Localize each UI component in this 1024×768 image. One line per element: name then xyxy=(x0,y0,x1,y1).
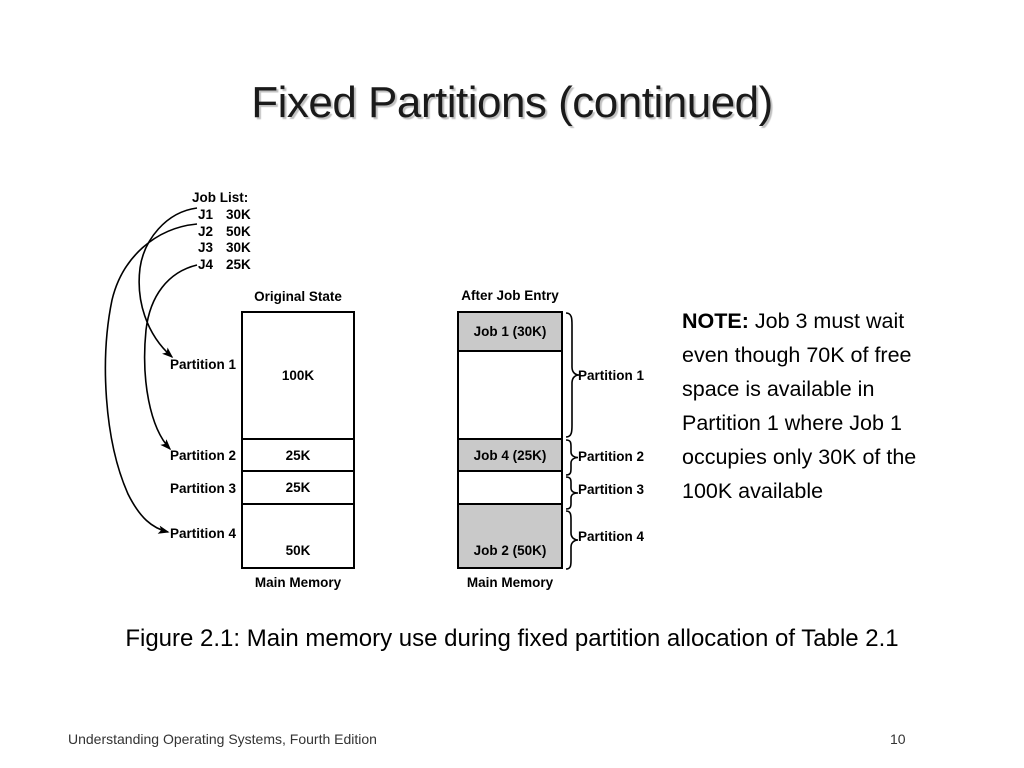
slide-footer-text: Understanding Operating Systems, Fourth … xyxy=(68,731,377,747)
job-list-item: J3 30K xyxy=(192,240,251,257)
original-state-header: Original State xyxy=(254,289,342,304)
slide-page-number: 10 xyxy=(890,731,906,747)
segment-label: 25K xyxy=(285,447,311,463)
segment-label: Job 4 (25K) xyxy=(473,447,547,463)
brace-partition1 xyxy=(565,312,580,438)
partition-label-left-3: Partition 3 xyxy=(169,481,236,496)
after-job-entry-footer: Main Memory xyxy=(466,575,554,590)
after-segment-job1: Job 1 (30K) xyxy=(459,313,561,352)
segment-label: Job 2 (50K) xyxy=(473,543,547,558)
after-segment-partition3-free xyxy=(459,472,561,505)
partition-label-right-1: Partition 1 xyxy=(578,368,645,383)
brace-partition4 xyxy=(565,510,579,570)
job-list-item: J4 25K xyxy=(192,257,251,274)
note-body: Job 3 must wait even though 70K of free … xyxy=(682,309,917,503)
page-title: Fixed Partitions (continued) xyxy=(251,78,773,127)
after-job-entry-header: After Job Entry xyxy=(461,288,559,303)
arrow-j1-to-partition1 xyxy=(138,207,198,359)
segment-label: Job 1 (30K) xyxy=(473,324,547,339)
arrow-j4-to-partition2 xyxy=(143,264,198,451)
note-block: NOTE: Job 3 must wait even though 70K of… xyxy=(682,304,940,508)
job-id: J2 xyxy=(198,223,214,239)
segment-label: 25K xyxy=(285,480,311,495)
partition-braces xyxy=(565,312,580,570)
original-segment-partition1: 100K xyxy=(243,313,353,440)
partition-label-left-1: Partition 1 xyxy=(169,357,236,372)
brace-partition3 xyxy=(565,476,579,510)
arrow-j2-to-partition4 xyxy=(104,223,198,534)
after-segment-job4: Job 4 (25K) xyxy=(459,440,561,472)
job-list-heading: Job List: xyxy=(192,190,249,205)
original-state-footer: Main Memory xyxy=(254,575,342,590)
job-list-item: J2 50K xyxy=(192,224,251,241)
original-segment-partition3: 25K xyxy=(243,472,353,505)
after-segment-partition1-free xyxy=(459,352,561,440)
after-segment-job2: Job 2 (50K) xyxy=(459,505,561,567)
job-list: Job List: J1 30K J2 50K J3 30K J4 25K xyxy=(192,190,251,274)
partition-label-left-4: Partition 4 xyxy=(169,526,236,541)
original-state-memory-box: 100K 25K 25K 50K xyxy=(241,311,355,569)
job-id: J3 xyxy=(198,240,214,256)
original-segment-partition2: 25K xyxy=(243,440,353,472)
job-size: 30K xyxy=(226,240,251,256)
partition-label-left-2: Partition 2 xyxy=(169,448,236,463)
figure-caption: Figure 2.1: Main memory use during fixed… xyxy=(125,625,899,652)
job-size: 30K xyxy=(226,206,251,222)
segment-label: 50K xyxy=(285,543,311,558)
partition-label-right-2: Partition 2 xyxy=(578,449,645,464)
job-size: 25K xyxy=(226,257,251,273)
partition-label-right-3: Partition 3 xyxy=(578,482,645,497)
job-list-item: J1 30K xyxy=(192,207,251,224)
job-size: 50K xyxy=(226,223,251,239)
brace-partition2 xyxy=(565,439,579,476)
partition-label-right-4: Partition 4 xyxy=(578,529,645,544)
after-job-entry-memory-box: Job 1 (30K) Job 4 (25K) Job 2 (50K) xyxy=(457,311,563,569)
segment-label: 100K xyxy=(281,368,315,383)
job-id: J1 xyxy=(198,206,214,222)
original-segment-partition4: 50K xyxy=(243,505,353,567)
note-lead: NOTE: xyxy=(682,309,749,333)
job-id: J4 xyxy=(198,257,214,273)
